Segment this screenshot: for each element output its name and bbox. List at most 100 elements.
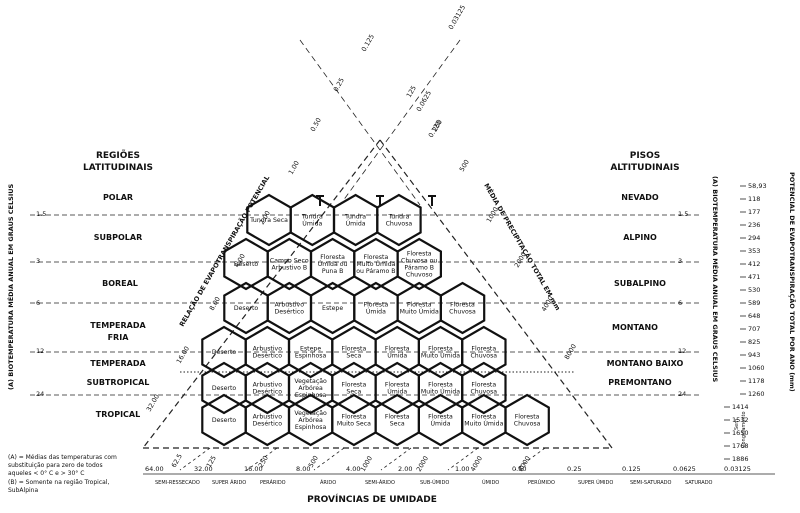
- triangle-left-side: [142, 139, 381, 449]
- life-zone-label: Chuvosa: [470, 389, 497, 396]
- life-zone-label: Chuvosa: [449, 309, 476, 316]
- pet-value: 1060: [748, 364, 765, 372]
- region-temperada: TEMPERADA: [90, 359, 146, 368]
- life-zone-label: Campo Seco: [270, 258, 309, 265]
- life-zone-label: Tundra Seca: [249, 217, 288, 224]
- note-line-5: SubAlpina: [8, 487, 38, 494]
- bottom-ratio-value: 4.00: [346, 465, 360, 473]
- pet-ratio-value: 0.50: [309, 116, 323, 133]
- pet-value: 1650: [732, 429, 749, 437]
- hex-cell: [461, 325, 507, 379]
- region-temperada-fria-1: TEMPERADA: [90, 321, 146, 330]
- life-zone-label: Floresta: [407, 302, 432, 309]
- life-zone-label: Floresta: [515, 414, 540, 421]
- pet-value: 1260: [748, 390, 765, 398]
- bottom-ratio-value: 0.125: [622, 465, 641, 473]
- pet-ratio-value: 16.00: [175, 345, 191, 365]
- region-boreal: BOREAL: [102, 279, 138, 288]
- life-zone-label: Seca: [346, 389, 361, 396]
- region-tropical: TROPICAL: [96, 410, 140, 419]
- hex-cell: [396, 237, 442, 291]
- region-subtropical: SUBTROPICAL: [87, 378, 150, 387]
- life-zone-label: Muito Úmida: [464, 419, 503, 428]
- life-zone-label: Muito Úmida: [356, 259, 395, 268]
- left-header-line1: REGIÕES: [96, 149, 140, 161]
- life-zone-label: Deserto: [234, 305, 259, 312]
- precip-value-right: 500: [458, 158, 471, 173]
- pet-side-label-2: Congelamento: [741, 411, 747, 448]
- life-zone-label: Arbustivo: [275, 302, 305, 309]
- life-zone-label: Muito Seca: [337, 421, 371, 428]
- pet-value: 589: [748, 299, 760, 307]
- triangle-right-side: [379, 139, 613, 449]
- base-guide-4: [380, 447, 412, 471]
- humidity-province: SEMI-ÁRIDO: [365, 479, 395, 486]
- life-zone-label: Seca: [346, 353, 361, 360]
- temp-tick-right-24: 24: [678, 390, 686, 398]
- life-zone-label: Muito Úmida: [421, 387, 460, 396]
- humidity-province: ÁRIDO: [320, 479, 336, 486]
- humidity-province: PERÚMIDO: [528, 479, 555, 486]
- humidity-province: PERÁRIDO: [260, 479, 286, 486]
- floor-nevado: NEVADO: [621, 193, 659, 202]
- humidity-province: SUPER ÚMIDO: [578, 479, 613, 486]
- precip-value-bottom: 62.5: [170, 452, 184, 469]
- life-zone-label: Chuvoso: [406, 272, 433, 279]
- precip-value-bottom: 4000: [469, 455, 484, 473]
- pet-ratio-value: 0.125: [360, 33, 376, 53]
- bottom-ratio-value: 0.25: [567, 465, 581, 473]
- pet-value: 471: [748, 273, 760, 281]
- pet-value: 825: [748, 338, 760, 346]
- life-zone-label: Floresta: [471, 346, 496, 353]
- life-zone-label: Desértico: [253, 388, 283, 396]
- temp-tick-right-12: 12: [678, 347, 686, 355]
- pet-value: 943: [748, 351, 760, 359]
- pet-value: 412: [748, 260, 760, 268]
- note-line-1: (A) = Médias das temperaturas com: [8, 454, 117, 461]
- precip-value-right: 125: [405, 84, 418, 99]
- right-header-line1: PISOS: [630, 151, 661, 161]
- life-zone-label: Deserto: [212, 385, 237, 392]
- hex-cell: [376, 193, 422, 247]
- floor-montano: MONTANO: [612, 323, 658, 332]
- bottom-ratio-value: 32.00: [194, 465, 213, 473]
- precip-value-bottom: 2000: [415, 455, 430, 473]
- pet-value: 1178: [748, 377, 765, 385]
- bottom-ratio-value: 0.03125: [724, 465, 751, 473]
- pet-value: 1886: [732, 455, 749, 463]
- life-zone-label: Floresta: [471, 414, 496, 421]
- right-header-line2: ALTITUDINAIS: [610, 163, 679, 173]
- life-zone-label: Floresta: [342, 382, 367, 389]
- region-temperada-fria-2: FRIA: [108, 333, 130, 342]
- life-zone-label: Floresta: [364, 254, 389, 261]
- life-zone-label: Chuvosa: [470, 353, 497, 360]
- life-zone-label: Arbórea: [298, 384, 323, 392]
- pet-value: 1414: [732, 403, 749, 411]
- diagram-lines: [30, 39, 700, 471]
- pet-ratio-value: 0.25: [332, 76, 346, 93]
- upper-cross-2: [339, 39, 461, 206]
- life-zone-label: Floresta: [428, 382, 453, 389]
- life-zone-label: Chuvosa ou: [401, 258, 437, 265]
- bottom-ratio-value: 16.00: [244, 465, 263, 473]
- humidity-province: SEMI-RESSECADO: [155, 480, 200, 486]
- life-zone-label: Tundra: [387, 214, 409, 221]
- note-line-3: aqueles < 0° C e > 30° C: [8, 470, 84, 477]
- hex-cell: [504, 393, 550, 447]
- life-zone-label: Floresta: [407, 251, 432, 258]
- bottom-title: PROVÍNCIAS DE UMIDADE: [307, 493, 437, 505]
- life-zone-label: Úmida: [302, 219, 322, 228]
- life-zone-label: Floresta: [320, 254, 345, 261]
- life-zone-label: Chuvosa: [514, 421, 541, 428]
- pet-ratio-value: 1.00: [287, 159, 301, 176]
- life-zone-label: Floresta: [342, 414, 367, 421]
- life-zone-label: Muito Úmida: [421, 351, 460, 360]
- life-zone-label: Floresta: [385, 346, 410, 353]
- life-zone-label: Floresta: [471, 382, 496, 389]
- humidity-province: SUB-ÚMIDO: [420, 479, 449, 486]
- humidity-province: ÚMIDO: [482, 479, 499, 486]
- bottom-ratio-value: 64.00: [145, 465, 164, 473]
- temp-tick-left-6: 6: [36, 299, 40, 307]
- life-zone-label: Desértico: [253, 352, 283, 360]
